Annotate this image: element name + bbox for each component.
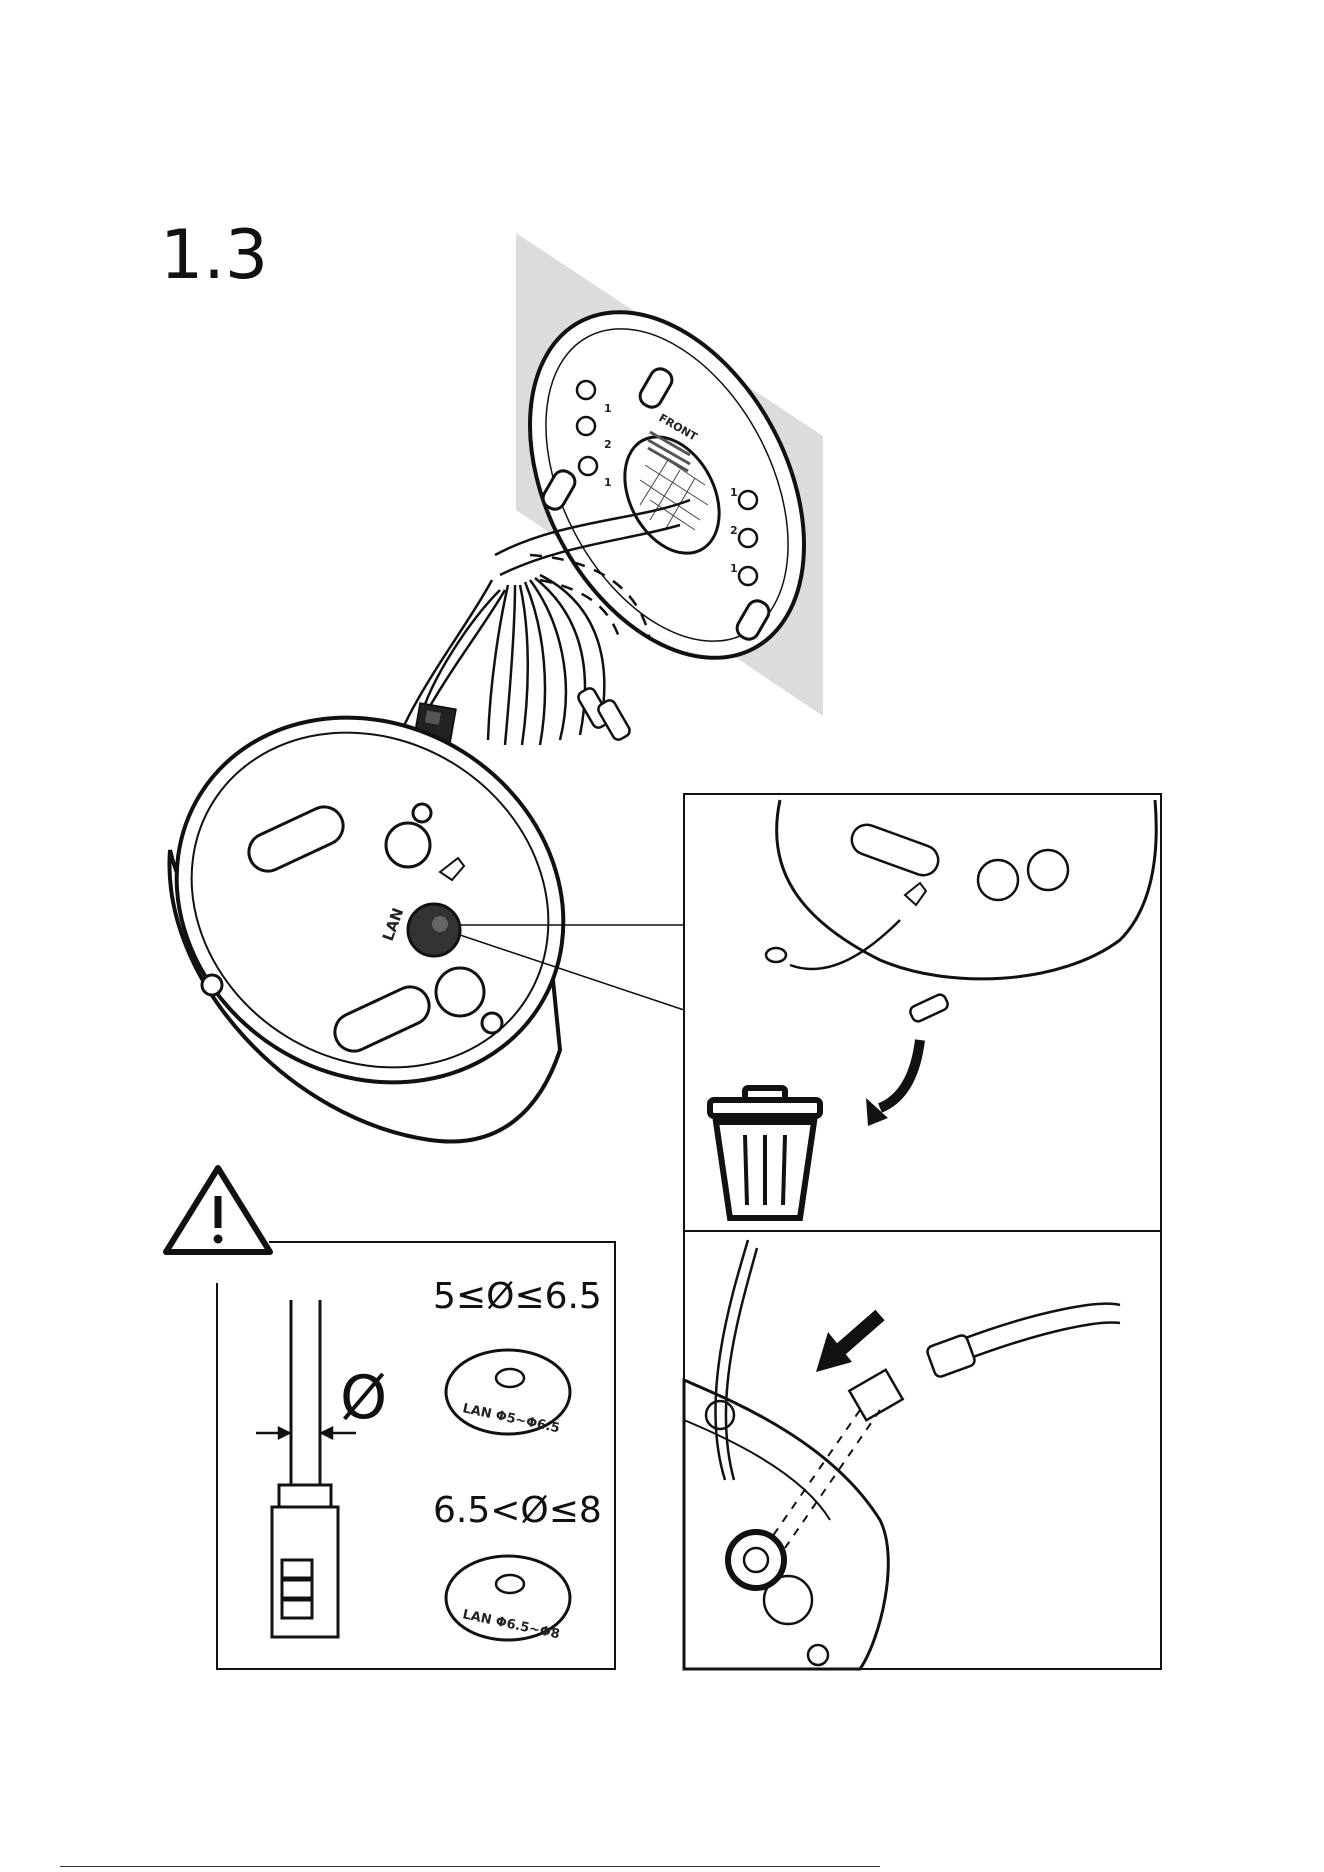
diameter-symbol: Ø [340, 1363, 387, 1433]
hole-label-1b: 1 [604, 476, 612, 489]
detail-panel-insert-cable [684, 1231, 1161, 1669]
hole-label-2: 2 [604, 438, 612, 451]
lan-cable-side-view [272, 1300, 338, 1637]
cable-diameter-note: Ø 5≤Ø≤6.5 6.5<Ø≤8 LAN Φ5~Φ6.5 LAN Φ6.5~Φ… [166, 1168, 615, 1669]
warning-icon [166, 1168, 270, 1252]
hole-label-1d: 1 [730, 562, 738, 575]
grommet-large: LAN Φ6.5~Φ8 [446, 1556, 570, 1642]
grommet-small: LAN Φ5~Φ6.5 [446, 1350, 570, 1436]
range-large-label: 6.5<Ø≤8 [433, 1490, 602, 1531]
wall-mount-plate: 1 2 1 1 2 1 FRONT [474, 233, 860, 716]
hole-label-1c: 1 [730, 486, 738, 499]
footer-rule [60, 1866, 880, 1867]
detail-panel-remove-plug [684, 794, 1161, 1231]
hole-label-2b: 2 [730, 524, 738, 537]
junction-box: LAN [108, 646, 633, 1155]
trash-icon [710, 1088, 820, 1218]
hole-label-1: 1 [604, 402, 612, 415]
range-small-label: 5≤Ø≤6.5 [433, 1276, 602, 1317]
lan-grommet-hole [408, 904, 460, 956]
